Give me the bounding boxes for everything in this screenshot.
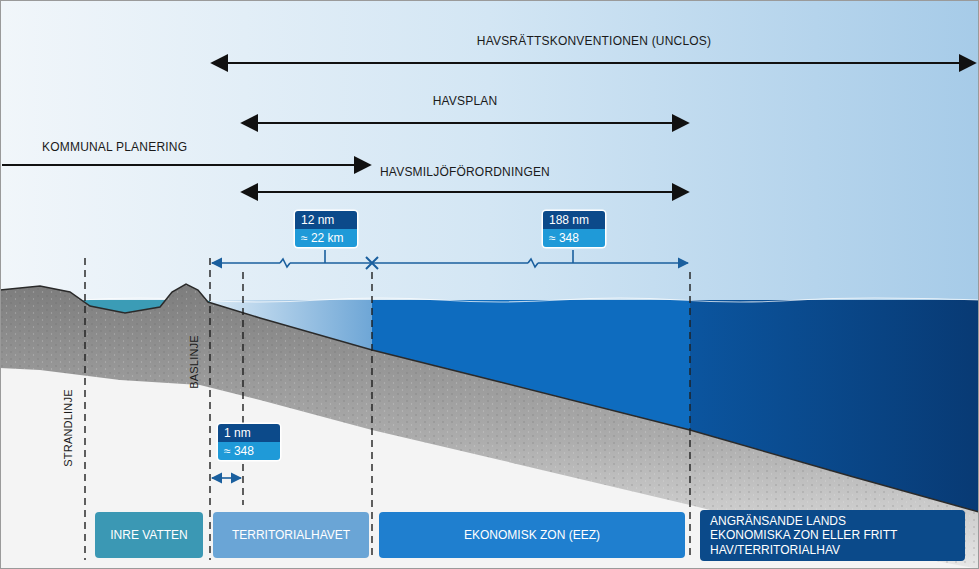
scope-label: HAVSRÄTTSKONVENTIONEN (UNCLOS) [477,34,711,48]
scope-label: HAVSMILJÖFÖRORDNINGEN [380,165,550,179]
zone-box: TERRITORIALHAVET [213,512,369,558]
measure-callout: 12 nm≈ 22 km [295,211,357,247]
measure-callout: 188 nm≈ 348 [543,211,605,247]
distance-conversion: ≈ 22 km [295,229,357,247]
line-label: BASLINJE [188,335,200,389]
distance-value: 12 nm [295,211,357,229]
measure-callout: 1 nm≈ 348 [218,424,280,460]
zone-name: ANGRÄNSANDE LANDS EKONOMISKA ZON ELLER F… [710,514,910,557]
scope-label: KOMMUNAL PLANERING [42,140,187,154]
zone-box: EKONOMISK ZON (EEZ) [379,512,685,558]
zone-box: ANGRÄNSANDE LANDS EKONOMISKA ZON ELLER F… [700,510,965,561]
line-label: STRANDLINJE [62,389,74,466]
distance-conversion: ≈ 348 [543,229,605,247]
distance-value: 1 nm [218,424,280,442]
zone-box: INRE VATTEN [95,512,203,558]
distance-value: 188 nm [543,211,605,229]
distance-conversion: ≈ 348 [218,442,280,460]
zone-name: TERRITORIALHAVET [232,528,350,542]
zone-name: EKONOMISK ZON (EEZ) [464,528,600,542]
zone-name: INRE VATTEN [110,528,188,542]
scope-label: HAVSPLAN [433,94,498,108]
